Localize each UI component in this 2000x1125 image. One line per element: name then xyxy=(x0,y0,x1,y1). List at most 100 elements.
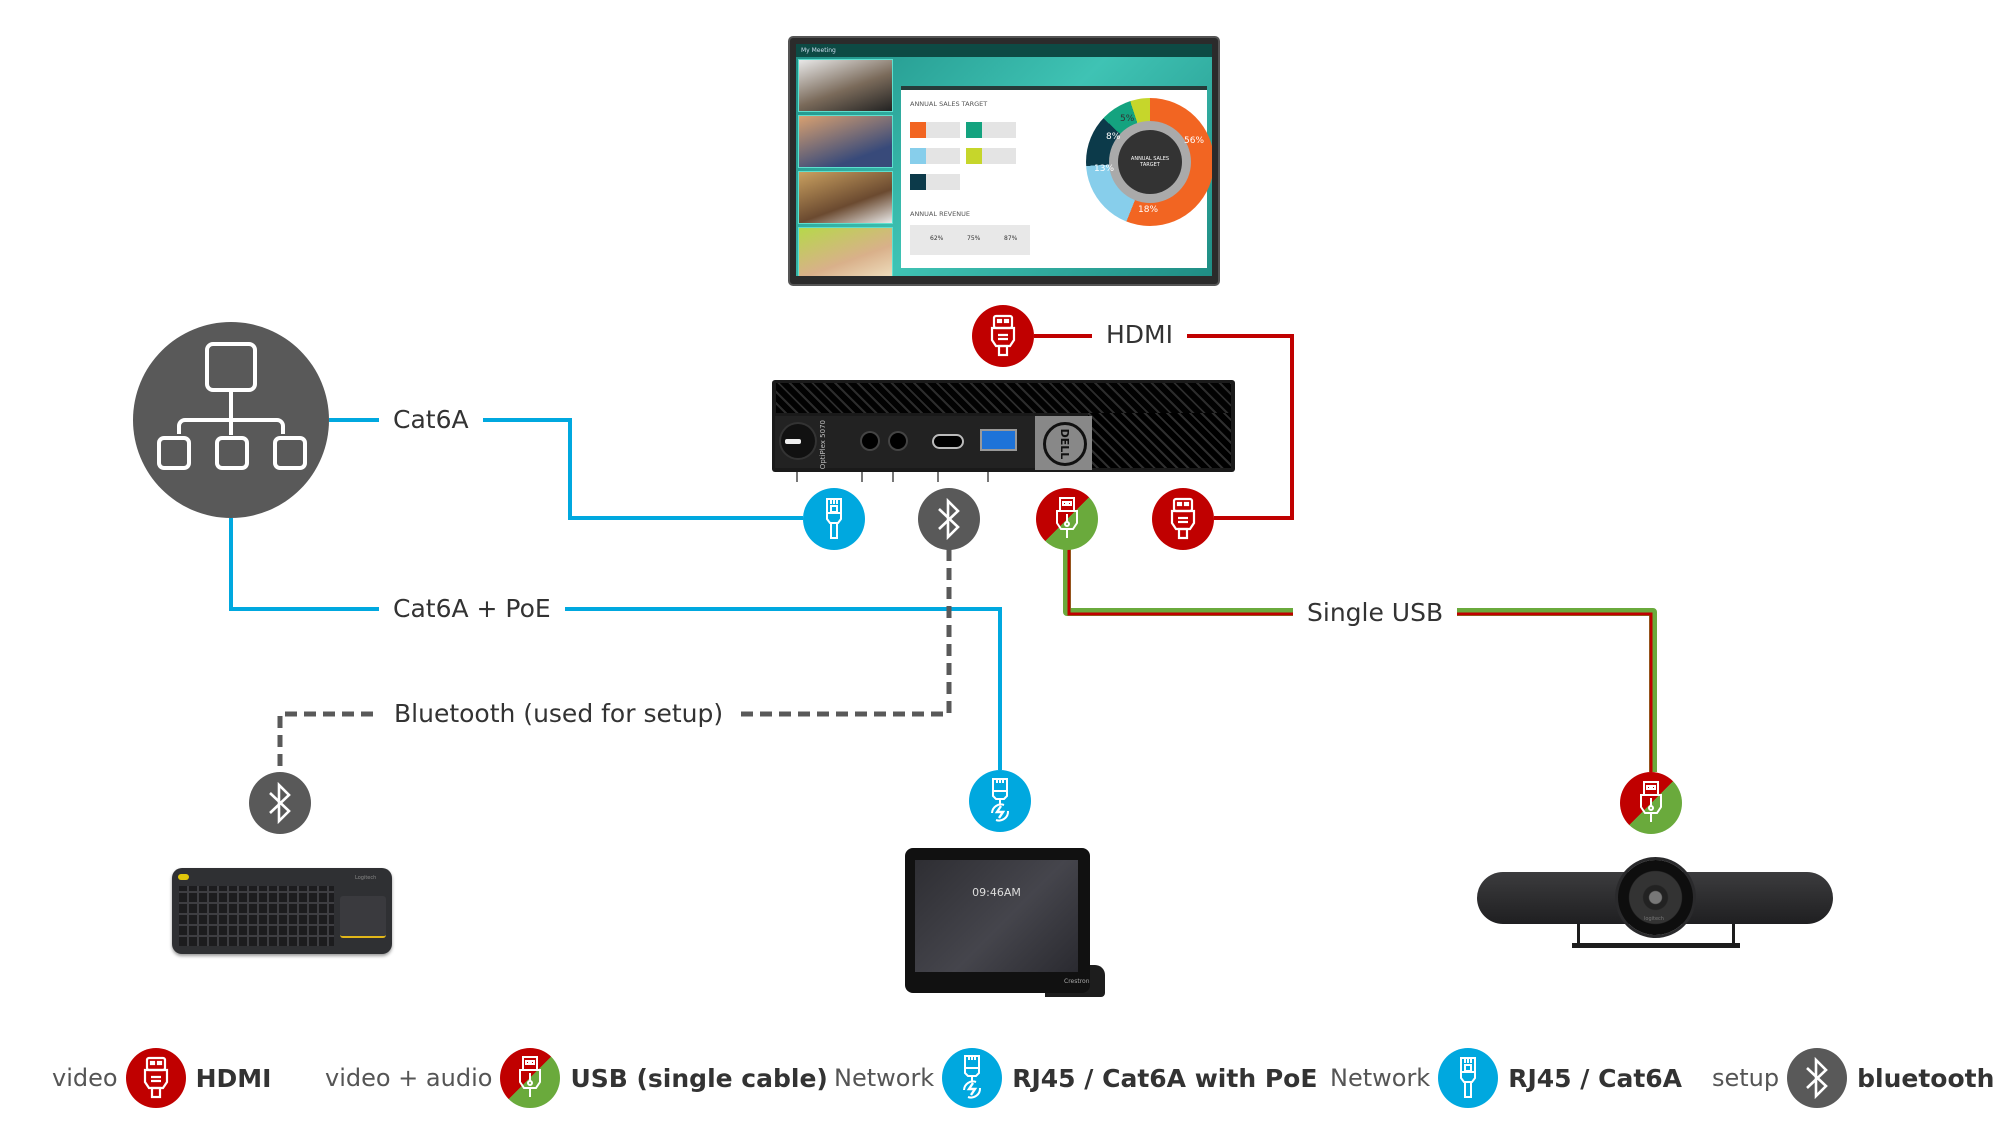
camera-lens: logitech xyxy=(1618,860,1693,935)
slide-heading: ANNUAL SALES TARGET xyxy=(910,100,988,108)
port-tick xyxy=(937,472,939,482)
keyboard-keys xyxy=(179,886,334,946)
legend-hdmi: video HDMI xyxy=(52,1047,271,1109)
usb-icon xyxy=(1056,497,1078,538)
bluetooth-link xyxy=(277,549,952,772)
donut-label: 13% xyxy=(1094,164,1115,174)
legend-name: RJ45 / Cat6A with PoE xyxy=(1012,1063,1318,1093)
camera-brand: logitech xyxy=(1644,916,1664,922)
participant-tile xyxy=(798,227,893,276)
hdmi-label: HDMI xyxy=(1092,320,1187,350)
legend-category: Network xyxy=(834,1064,935,1092)
port-tick xyxy=(987,472,989,482)
tablet-brand: Crestron xyxy=(1064,978,1090,985)
legend-usb-badge xyxy=(500,1048,561,1108)
bluetooth-icon xyxy=(269,782,291,824)
legend-usb: video + audio USB (single cable) xyxy=(325,1047,828,1109)
legend-name: HDMI xyxy=(195,1063,272,1093)
slide-checkbox xyxy=(910,148,960,164)
pc-model-label: OptiPlex 5070 xyxy=(819,420,827,470)
rj45-poe-icon xyxy=(991,778,1009,822)
participant-tile xyxy=(798,171,893,224)
keyboard-led xyxy=(178,874,189,880)
donut-center-label: ANNUAL SALES TARGET xyxy=(1130,156,1170,168)
bluetooth-pc-port xyxy=(918,488,980,550)
usb-cable-outer xyxy=(1063,549,1657,772)
wireless-keyboard: Logitech xyxy=(172,868,392,954)
donut-label: 56% xyxy=(1184,136,1205,146)
legend-category: Network xyxy=(1330,1064,1431,1092)
keyboard-touchpad xyxy=(340,896,386,938)
touch-panel: 09:46AM xyxy=(905,848,1090,993)
usb-icon xyxy=(519,1056,542,1097)
donut-label: 18% xyxy=(1138,205,1159,215)
hdmi-icon xyxy=(143,1056,168,1099)
single-usb-label: Single USB xyxy=(1293,598,1458,628)
port-tick xyxy=(796,472,798,482)
participant-tiles xyxy=(798,59,893,276)
port-tick xyxy=(861,472,863,482)
slide-checkbox xyxy=(910,174,960,190)
legend-rj45-badge xyxy=(1438,1048,1499,1108)
dell-logo-plate: DELL xyxy=(1035,416,1092,470)
pc-front-panel xyxy=(775,416,1085,468)
keyboard-bluetooth-port xyxy=(249,772,311,834)
camera-stand xyxy=(1572,924,1740,948)
bluetooth-icon xyxy=(1806,1057,1828,1099)
legend-category: setup xyxy=(1712,1064,1780,1092)
sales-donut-chart: 56% 18% 13% 8% 5% ANNUAL SALES TARGET xyxy=(1086,98,1212,226)
slide-checkbox xyxy=(966,148,1016,164)
donut-label: 8% xyxy=(1106,132,1121,142)
revenue-value: 75% xyxy=(967,235,981,242)
hdmi-display-port xyxy=(972,305,1034,367)
usb-icon xyxy=(1640,781,1662,822)
legend-category: video xyxy=(52,1064,118,1092)
shared-slide: ANNUAL SALES TARGET ANNUAL REVENUE 62% 7… xyxy=(901,86,1212,268)
usb-c-port xyxy=(934,436,962,447)
meeting-title-bar: My Meeting xyxy=(796,44,1212,57)
audio-jack xyxy=(862,433,878,449)
usb-camera-port xyxy=(1620,772,1682,834)
legend-name: USB (single cable) xyxy=(570,1063,828,1093)
mini-pc: OptiPlex 5070 DELL xyxy=(772,380,1235,472)
revenue-heading: ANNUAL REVENUE xyxy=(910,210,970,218)
bluetooth-label: Bluetooth (used for setup) xyxy=(380,699,738,729)
usb-cable-inner xyxy=(1067,549,1653,772)
hdmi-pc-port xyxy=(1152,488,1214,550)
rj45-icon xyxy=(826,498,842,539)
display-screen: My Meeting ANNUAL SALES TARGET ANNUAL RE… xyxy=(796,44,1212,276)
rj45-pc-port xyxy=(803,488,865,550)
legend-rj45-poe: Network RJ45 / Cat6A with PoE xyxy=(834,1047,1317,1109)
port-tick xyxy=(892,472,894,482)
legend-hdmi-badge xyxy=(125,1048,186,1108)
usb-pc-port xyxy=(1036,488,1098,550)
touch-panel-screen: 09:46AM xyxy=(915,860,1078,972)
network-switch xyxy=(133,322,329,518)
dell-logo: DELL xyxy=(1043,422,1087,466)
revenue-gauges: 62% 75% 87% xyxy=(910,225,1030,255)
legend-name: RJ45 / Cat6A xyxy=(1508,1063,1683,1093)
legend-category: video + audio xyxy=(325,1064,493,1092)
keyboard-brand: Logitech xyxy=(355,875,377,881)
slide-checkbox xyxy=(910,122,960,138)
legend-rj45-poe-badge xyxy=(942,1048,1003,1108)
rj45-poe-icon xyxy=(963,1055,982,1099)
legend-bluetooth-badge xyxy=(1787,1048,1848,1108)
legend-rj45: Network RJ45 / Cat6A xyxy=(1330,1047,1682,1109)
revenue-value: 62% xyxy=(930,235,944,242)
rj45-poe-tablet-port xyxy=(969,770,1031,832)
bluetooth-icon xyxy=(938,498,960,540)
usb-a-port xyxy=(982,431,1015,449)
slide-checkbox xyxy=(966,122,1016,138)
network-icon xyxy=(157,342,307,470)
hdmi-icon xyxy=(1170,497,1196,540)
hdmi-icon xyxy=(990,314,1016,357)
participant-tile xyxy=(798,115,893,168)
audio-jack xyxy=(890,433,906,449)
legend-name: bluetooth xyxy=(1857,1063,1995,1093)
pc-vent xyxy=(1088,413,1231,468)
display-monitor: My Meeting ANNUAL SALES TARGET ANNUAL RE… xyxy=(790,38,1218,284)
cat6a-poe-cable xyxy=(229,518,1002,770)
donut-label: 5% xyxy=(1120,114,1135,124)
power-button xyxy=(781,424,815,458)
